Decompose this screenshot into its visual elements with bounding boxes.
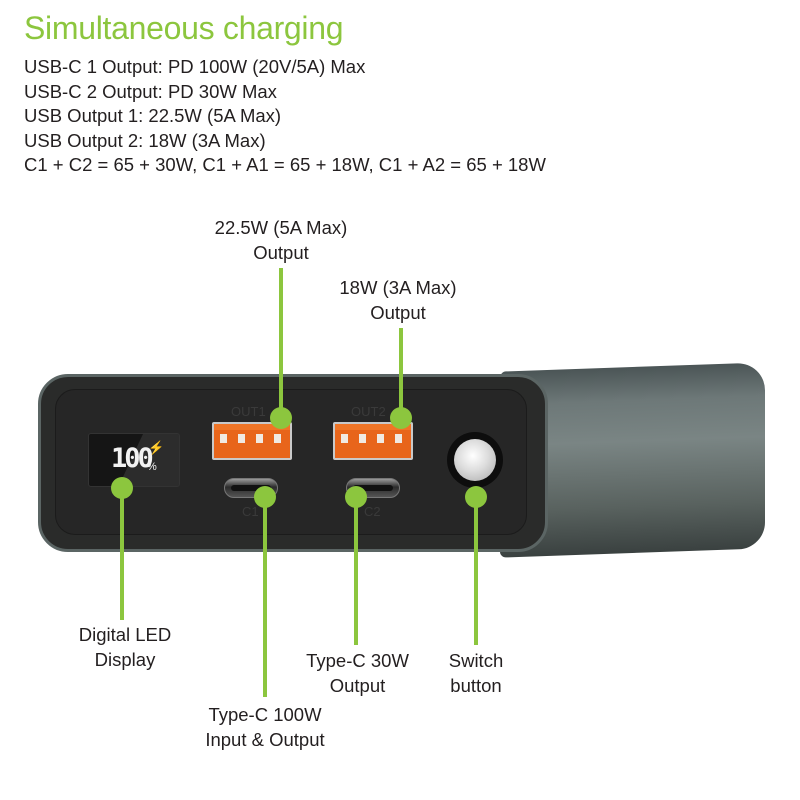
switch-button[interactable] — [454, 439, 496, 481]
spec-line: C1 + C2 = 65 + 30W, C1 + A1 = 65 + 18W, … — [24, 154, 546, 176]
callout-out1-line2: Output — [253, 242, 309, 263]
callout-out2-line1: 18W (3A Max) — [339, 277, 457, 298]
usb-a-tongue — [214, 424, 290, 458]
usb-a-port-out1[interactable] — [212, 422, 292, 460]
callout-c2: Type-C 30W Output — [280, 648, 435, 698]
usb-a-port-out2[interactable] — [333, 422, 413, 460]
callout-display: Digital LED Display — [50, 622, 200, 672]
spec-list: USB-C 1 Output: PD 100W (20V/5A) Max USB… — [24, 55, 546, 178]
percent-sign: % — [147, 461, 157, 473]
callout-switch-line1: Switch — [448, 650, 504, 671]
callout-line-c1 — [263, 497, 267, 697]
callout-out1-line1: 22.5W (5A Max) — [214, 217, 348, 238]
callout-line-display — [120, 488, 124, 620]
callout-dot-out1 — [270, 407, 292, 429]
callout-out2: 18W (3A Max) Output — [318, 275, 478, 325]
callout-display-line2: Display — [94, 649, 156, 670]
battery-percentage: 100 — [111, 443, 154, 474]
callout-switch: Switch button — [426, 648, 526, 698]
callout-line-c2 — [354, 497, 358, 645]
callout-c1-line1: Type-C 100W — [208, 704, 322, 725]
callout-c2-line2: Output — [329, 675, 386, 696]
port-label-c2: C2 — [364, 504, 381, 519]
callout-line-out2 — [399, 328, 403, 418]
callout-c1: Type-C 100W Input & Output — [180, 702, 350, 752]
callout-dot-out2 — [390, 407, 412, 429]
callout-line-out1 — [279, 268, 283, 418]
callout-dot-display — [111, 477, 133, 499]
charging-bolt-icon: ⚡ — [148, 440, 165, 455]
callout-dot-c1 — [254, 486, 276, 508]
spec-line: USB-C 2 Output: PD 30W Max — [24, 80, 277, 102]
page-title: Simultaneous charging — [24, 10, 344, 46]
port-label-out1: OUT1 — [231, 404, 266, 419]
callout-c2-line1: Type-C 30W — [306, 650, 409, 671]
callout-c1-line2: Input & Output — [205, 729, 325, 750]
callout-switch-line2: button — [450, 675, 502, 696]
callout-line-switch — [474, 497, 478, 645]
callout-dot-switch — [465, 486, 487, 508]
callout-display-line1: Digital LED — [78, 624, 172, 645]
spec-line: USB-C 1 Output: PD 100W (20V/5A) Max — [24, 56, 366, 77]
callout-out1: 22.5W (5A Max) Output — [196, 215, 366, 265]
callout-out2-line2: Output — [370, 302, 426, 323]
led-display: 100 ⚡ % — [88, 433, 180, 487]
spec-line: USB Output 2: 18W (3A Max) — [24, 129, 266, 151]
port-label-c1: C1 — [242, 504, 259, 519]
port-label-out2: OUT2 — [351, 404, 386, 419]
usb-a-tongue — [335, 424, 411, 458]
callout-dot-c2 — [345, 486, 367, 508]
spec-line: USB Output 1: 22.5W (5A Max) — [24, 105, 282, 127]
